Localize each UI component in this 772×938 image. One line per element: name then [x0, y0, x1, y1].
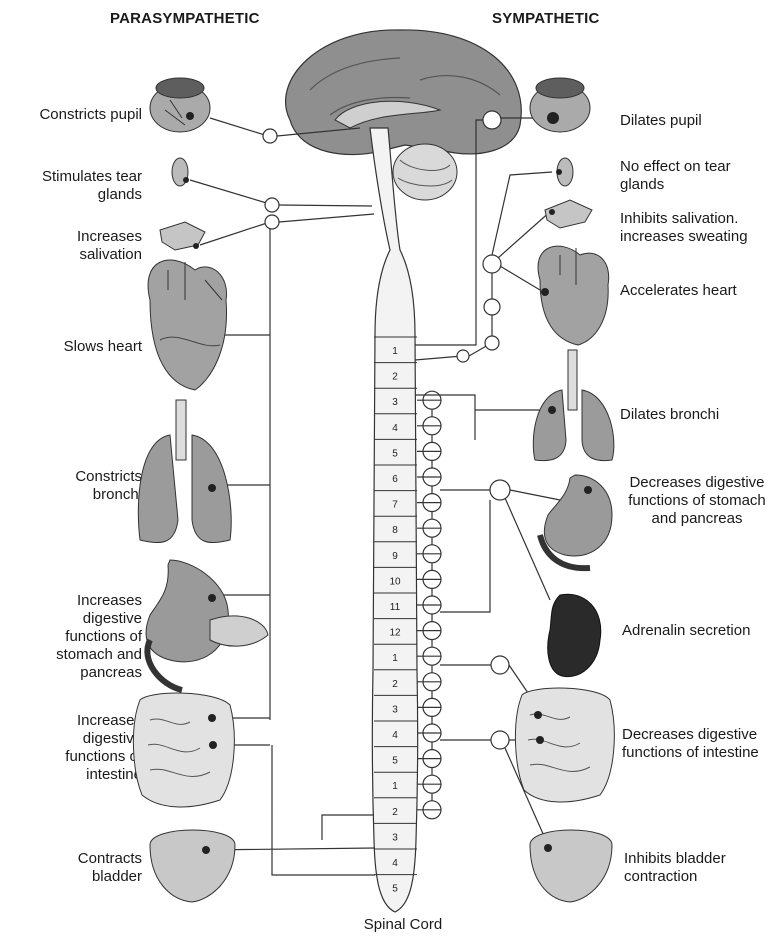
- right-organs: [515, 78, 614, 902]
- salivary-gland-left-illustration: [160, 222, 205, 250]
- heart-left-illustration: [148, 260, 226, 390]
- adrenal-gland-illustration: [548, 594, 601, 676]
- spinal-segment-label: 4: [392, 858, 398, 869]
- spinal-segment-label: 4: [392, 730, 398, 741]
- left-organs: [133, 78, 268, 902]
- spinal-segment-label: 3: [392, 397, 398, 408]
- spinal-segment-label: 6: [392, 474, 398, 485]
- spinal-segment-label: 4: [392, 423, 398, 434]
- spinal-segment-label: 5: [392, 756, 398, 767]
- stomach-right-illustration: [540, 475, 612, 568]
- spinal-segment-label: 1: [392, 346, 398, 357]
- spinal-segment-label: 5: [392, 884, 398, 895]
- salivary-gland-right-illustration: [545, 200, 592, 228]
- spinal-segment-label: 3: [392, 832, 398, 843]
- spinal-segment-label: 1: [392, 653, 398, 664]
- spinal-segment-label: 7: [392, 500, 398, 511]
- spinal-segment-label: 12: [389, 628, 401, 639]
- spinal-segment-label: 2: [392, 372, 398, 383]
- lungs-right-illustration: [533, 350, 614, 461]
- spinal-segment-label: 11: [390, 602, 401, 613]
- intestine-right-illustration: [515, 688, 614, 802]
- spinal-segment-label: 1: [392, 781, 398, 792]
- intestine-left-illustration: [133, 693, 234, 807]
- tear-gland-left-illustration: [172, 158, 189, 186]
- eye-left-illustration: [150, 78, 210, 132]
- eye-right-illustration: [530, 78, 590, 132]
- spinal-segment-label: 2: [392, 679, 398, 690]
- heart-right-illustration: [538, 246, 609, 345]
- spinal-segment-label: 5: [392, 448, 398, 459]
- spinal-segment-label: 10: [389, 576, 401, 587]
- lungs-left-illustration: [138, 400, 231, 543]
- bladder-left-illustration: [150, 830, 235, 902]
- spinal-segment-label: 9: [392, 551, 398, 562]
- spinal-segment-label: 3: [392, 704, 398, 715]
- tear-gland-right-illustration: [556, 158, 573, 186]
- spinal-segment-label: 2: [392, 807, 398, 818]
- stomach-left-illustration: [146, 560, 268, 690]
- spinal-segment-label: 8: [392, 525, 398, 536]
- bladder-right-illustration: [530, 830, 612, 902]
